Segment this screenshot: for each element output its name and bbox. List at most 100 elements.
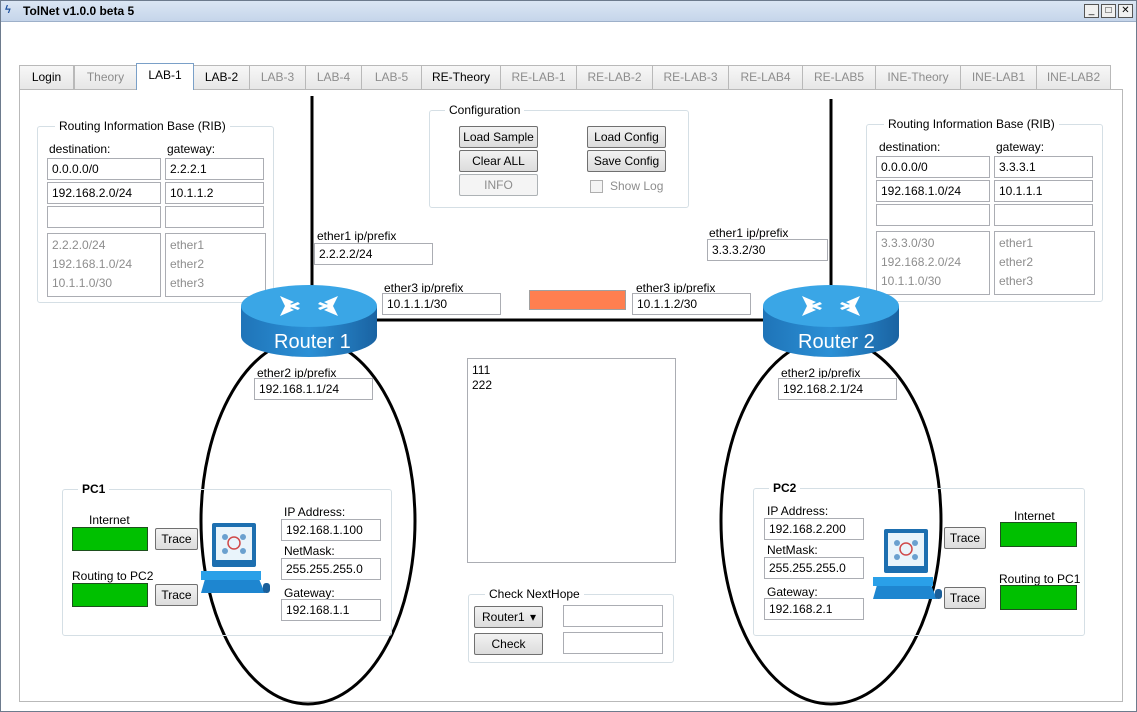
r2-ether3-label: ether3 ip/prefix <box>636 281 716 295</box>
rib-gateway-field[interactable]: 2.2.2.1 <box>165 158 264 180</box>
pc2-ip-field[interactable]: 192.168.2.200 <box>764 518 864 540</box>
list-item: ether1 <box>170 238 205 252</box>
check-result-field[interactable] <box>563 632 663 654</box>
tab-re-lab-1[interactable]: RE-LAB-1 <box>500 65 577 90</box>
tab-lab-4[interactable]: LAB-4 <box>305 65 362 90</box>
list-item: 2.2.2.0/24 <box>52 238 106 252</box>
pc1-netmask-label: NetMask: <box>284 544 335 558</box>
r1-ether3-field[interactable]: 10.1.1.1/30 <box>382 293 501 315</box>
r2-ether2-label: ether2 ip/prefix <box>781 366 861 380</box>
rib-gateway-field[interactable]: 10.1.1.1 <box>994 180 1093 202</box>
pc2-ip-label: IP Address: <box>767 504 829 518</box>
tab-re-lab-3[interactable]: RE-LAB-3 <box>652 65 729 90</box>
pc2-internet-trace-button[interactable]: Trace <box>944 527 986 549</box>
tab-ine-lab1[interactable]: INE-LAB1 <box>960 65 1037 90</box>
r1-ether1-field[interactable]: 2.2.2.2/24 <box>314 243 433 265</box>
rib-destination-field[interactable]: 192.168.2.0/24 <box>47 182 161 204</box>
rib-destination-field[interactable]: 192.168.1.0/24 <box>876 180 990 202</box>
list-item: ether1 <box>999 236 1034 250</box>
tab-re-lab4[interactable]: RE-LAB4 <box>728 65 803 90</box>
rib-gateway-field[interactable]: 10.1.1.2 <box>165 182 264 204</box>
clear-all-button[interactable]: Clear ALL <box>459 150 538 172</box>
tab-re-lab5[interactable]: RE-LAB5 <box>802 65 876 90</box>
pc2-internet-status <box>1000 522 1077 547</box>
save-config-button[interactable]: Save Config <box>587 150 666 172</box>
maximize-button[interactable]: □ <box>1101 4 1116 18</box>
rib-destination-field[interactable]: 0.0.0.0/0 <box>47 158 161 180</box>
tab-login[interactable]: Login <box>19 65 74 90</box>
tab-lab-5[interactable]: LAB-5 <box>361 65 422 90</box>
log-line: 111 <box>472 363 491 377</box>
pc2-routing-trace-button[interactable]: Trace <box>944 587 986 609</box>
check-button[interactable]: Check <box>474 633 543 655</box>
rib-router-1: Routing Information Base (RIB) <box>37 119 274 303</box>
configuration-group: Configuration <box>429 103 689 208</box>
r2-ether1-label: ether1 ip/prefix <box>709 226 789 240</box>
tab-re-lab-2[interactable]: RE-LAB-2 <box>576 65 653 90</box>
tab-re-theory[interactable]: RE-Theory <box>421 65 501 90</box>
load-sample-button[interactable]: Load Sample <box>459 126 538 148</box>
load-config-button[interactable]: Load Config <box>587 126 666 148</box>
rib-destination-field[interactable]: 0.0.0.0/0 <box>876 156 990 178</box>
tab-lab-2[interactable]: LAB-2 <box>193 65 250 90</box>
show-log-checkbox[interactable] <box>590 180 603 193</box>
tab-lab-3[interactable]: LAB-3 <box>249 65 306 90</box>
pc1-netmask-field[interactable]: 255.255.255.0 <box>281 558 381 580</box>
minimize-button[interactable]: _ <box>1084 4 1099 18</box>
pc1-gateway-label: Gateway: <box>284 586 335 600</box>
tab-theory[interactable]: Theory <box>74 65 137 90</box>
pc1-ip-field[interactable]: 192.168.1.100 <box>281 519 381 541</box>
pc2-netmask-field[interactable]: 255.255.255.0 <box>764 557 864 579</box>
rib-title: Routing Information Base (RIB) <box>55 119 230 133</box>
rib-gateway-field[interactable] <box>994 204 1093 226</box>
pc2-gateway-field[interactable]: 192.168.2.1 <box>764 598 864 620</box>
r1-ether2-field[interactable]: 192.168.1.1/24 <box>254 378 373 400</box>
nexthop-result-field[interactable] <box>563 605 663 627</box>
pc2-netmask-label: NetMask: <box>767 543 818 557</box>
pc1-routing-status <box>72 583 148 607</box>
info-button[interactable]: INFO <box>459 174 538 196</box>
interfaces-list[interactable]: ether1 ether2 ether3 <box>994 231 1095 295</box>
rib-destination-field[interactable] <box>47 206 161 228</box>
rib-destination-field[interactable] <box>876 204 990 226</box>
pc2-group: PC2 <box>753 481 1085 636</box>
pc1-title: PC1 <box>78 482 110 496</box>
r2-ether3-field[interactable]: 10.1.1.2/30 <box>632 293 751 315</box>
list-item: 10.1.1.0/30 <box>881 274 942 288</box>
rib-gateway-field[interactable] <box>165 206 264 228</box>
list-item: 192.168.1.0/24 <box>52 257 133 271</box>
tab-lab-1[interactable]: LAB-1 <box>136 63 194 90</box>
close-button[interactable]: ✕ <box>1118 4 1133 18</box>
pc1-routing-trace-button[interactable]: Trace <box>155 584 198 606</box>
app-icon: ϟ <box>5 4 11 16</box>
connected-routes-list[interactable]: 2.2.2.0/24 192.168.1.0/24 10.1.1.0/30 <box>47 233 161 297</box>
router-icon[interactable]: Router 1 <box>240 284 378 358</box>
tab-ine-theory[interactable]: INE-Theory <box>875 65 961 90</box>
pc1-internet-label: Internet <box>89 513 130 527</box>
router-2-label: Router 2 <box>798 331 875 353</box>
pc2-routing-label: Routing to PC1 <box>999 572 1081 586</box>
rib-gateway-field[interactable]: 3.3.3.1 <box>994 156 1093 178</box>
connected-routes-list[interactable]: 3.3.3.0/30 192.168.2.0/24 10.1.1.0/30 <box>876 231 990 295</box>
log-line: 222 <box>472 378 493 392</box>
pc1-gateway-field[interactable]: 192.168.1.1 <box>281 599 381 621</box>
r2-ether2-field[interactable]: 192.168.2.1/24 <box>778 378 897 400</box>
title-bar: ϟ TolNet v1.0.0 beta 5 _ □ ✕ <box>1 1 1136 22</box>
check-nexthop-title: Check NextHope <box>485 587 584 601</box>
router-icon[interactable]: Router 2 <box>762 284 900 358</box>
pc1-internet-status <box>72 527 148 551</box>
pc-icon[interactable] <box>873 527 945 603</box>
list-item: 192.168.2.0/24 <box>881 255 962 269</box>
pc2-gateway-label: Gateway: <box>767 585 818 599</box>
pc-icon[interactable] <box>201 521 273 597</box>
r2-ether1-field[interactable]: 3.3.3.2/30 <box>707 239 828 261</box>
destination-label: destination: <box>49 142 111 156</box>
log-output[interactable]: 111 222 <box>467 358 676 563</box>
pc1-internet-trace-button[interactable]: Trace <box>155 528 198 550</box>
list-item: ether2 <box>170 257 205 271</box>
list-item: ether2 <box>999 255 1034 269</box>
tab-ine-lab2[interactable]: INE-LAB2 <box>1036 65 1111 90</box>
router-select-dropdown[interactable]: Router1 ▾ <box>474 606 543 628</box>
interfaces-list[interactable]: ether1 ether2 ether3 <box>165 233 266 297</box>
